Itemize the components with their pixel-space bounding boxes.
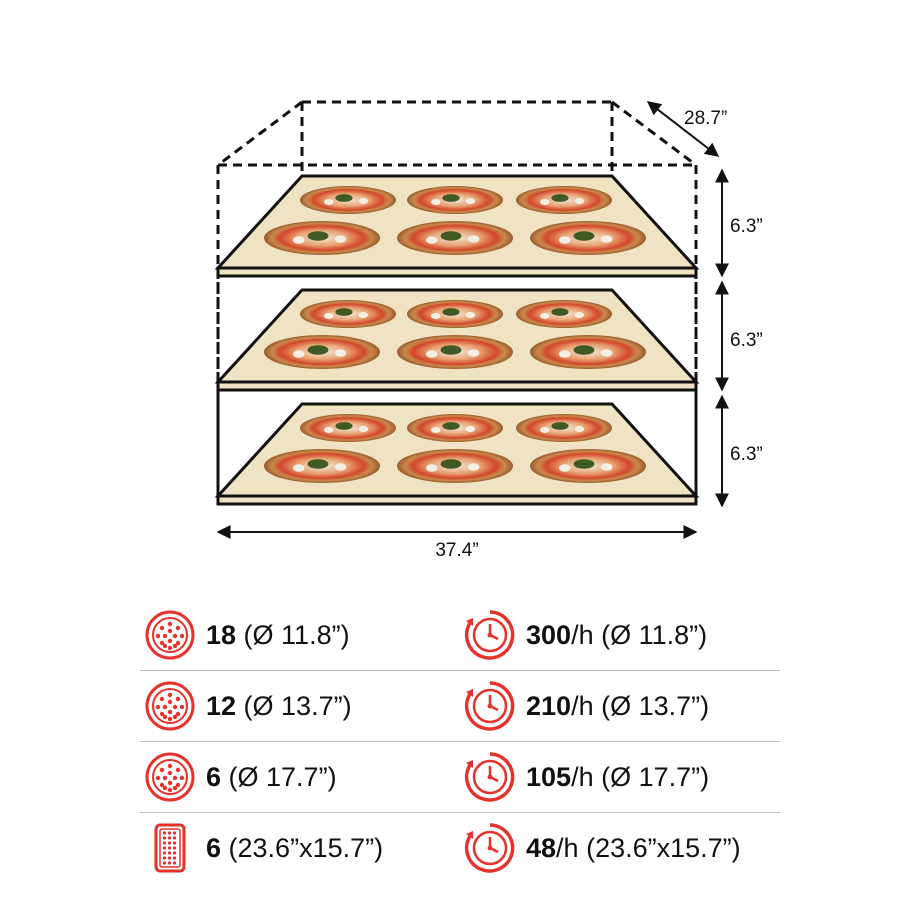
deck-edge: [216, 380, 698, 392]
clock-icon: [464, 752, 515, 802]
deck: [214, 396, 700, 506]
pizza: [516, 186, 612, 214]
capacity-table: 18 (Ø 11.8”) 300/h (Ø 11.8”) 12 (Ø 13.7”…: [140, 600, 780, 883]
production-cell: 48/h (23.6”x15.7”): [460, 822, 780, 874]
hourly-output: 105/h (Ø 17.7”): [526, 761, 710, 792]
round-pizza-icon: [145, 681, 195, 731]
hourly-output: 300/h (Ø 11.8”): [526, 619, 708, 650]
capacity-cell: 18 (Ø 11.8”): [140, 609, 460, 661]
spec-row: 6 (23.6”x15.7”) 48/h (23.6”x15.7”): [140, 813, 780, 883]
pizza: [530, 335, 646, 369]
pizza: [264, 221, 380, 255]
pizza: [264, 335, 380, 369]
pizza: [264, 449, 380, 483]
pizza: [397, 221, 513, 255]
oven-diagram: 28.7” 6.3” 6.3” 6.3” 37.4”: [214, 100, 763, 561]
depth-label: 28.7”: [684, 108, 727, 129]
capacity-cell: 6 (Ø 17.7”): [140, 751, 460, 803]
clock-icon: [464, 823, 515, 873]
pizza-count: 6 (Ø 17.7”): [206, 761, 337, 792]
deck-height-label: 6.3”: [730, 444, 763, 465]
width-label: 37.4”: [435, 540, 478, 561]
pizza: [407, 186, 503, 214]
hourly-output: 210/h (Ø 13.7”): [526, 690, 710, 721]
deck-edge: [216, 266, 698, 278]
deck: [214, 174, 700, 278]
deck-edge: [216, 494, 698, 506]
dimension-lines: [216, 101, 729, 539]
pizza: [300, 300, 396, 328]
round-pizza-icon: [145, 610, 195, 660]
deck-stack: [214, 174, 700, 506]
production-cell: 210/h (Ø 13.7”): [460, 680, 780, 732]
pizza: [516, 414, 612, 442]
capacity-cell: 6 (23.6”x15.7”): [140, 822, 460, 874]
spec-row: 18 (Ø 11.8”) 300/h (Ø 11.8”): [140, 600, 780, 671]
pizza-count: 12 (Ø 13.7”): [206, 690, 352, 721]
pizza: [407, 414, 503, 442]
clock-icon: [464, 610, 515, 660]
pizza: [530, 449, 646, 483]
round-pizza-icon: [145, 752, 195, 802]
clock-icon: [464, 681, 515, 731]
pizza: [397, 335, 513, 369]
pizza: [530, 221, 646, 255]
pizza: [300, 414, 396, 442]
capacity-cell: 12 (Ø 13.7”): [140, 680, 460, 732]
pizza: [397, 449, 513, 483]
pizza-count: 18 (Ø 11.8”): [206, 619, 350, 650]
pizza-count: 6 (23.6”x15.7”): [206, 832, 384, 863]
spec-row: 6 (Ø 17.7”) 105/h (Ø 17.7”): [140, 742, 780, 813]
spec-row: 12 (Ø 13.7”) 210/h (Ø 13.7”): [140, 671, 780, 742]
deck: [214, 282, 700, 392]
deck-height-label: 6.3”: [730, 330, 763, 351]
tray-pizza-icon: [154, 823, 186, 873]
hourly-output: 48/h (23.6”x15.7”): [526, 832, 741, 863]
pizza: [407, 300, 503, 328]
pizza: [516, 300, 612, 328]
production-cell: 300/h (Ø 11.8”): [460, 609, 780, 661]
deck-height-label: 6.3”: [730, 216, 763, 237]
pizza: [300, 186, 396, 214]
production-cell: 105/h (Ø 17.7”): [460, 751, 780, 803]
